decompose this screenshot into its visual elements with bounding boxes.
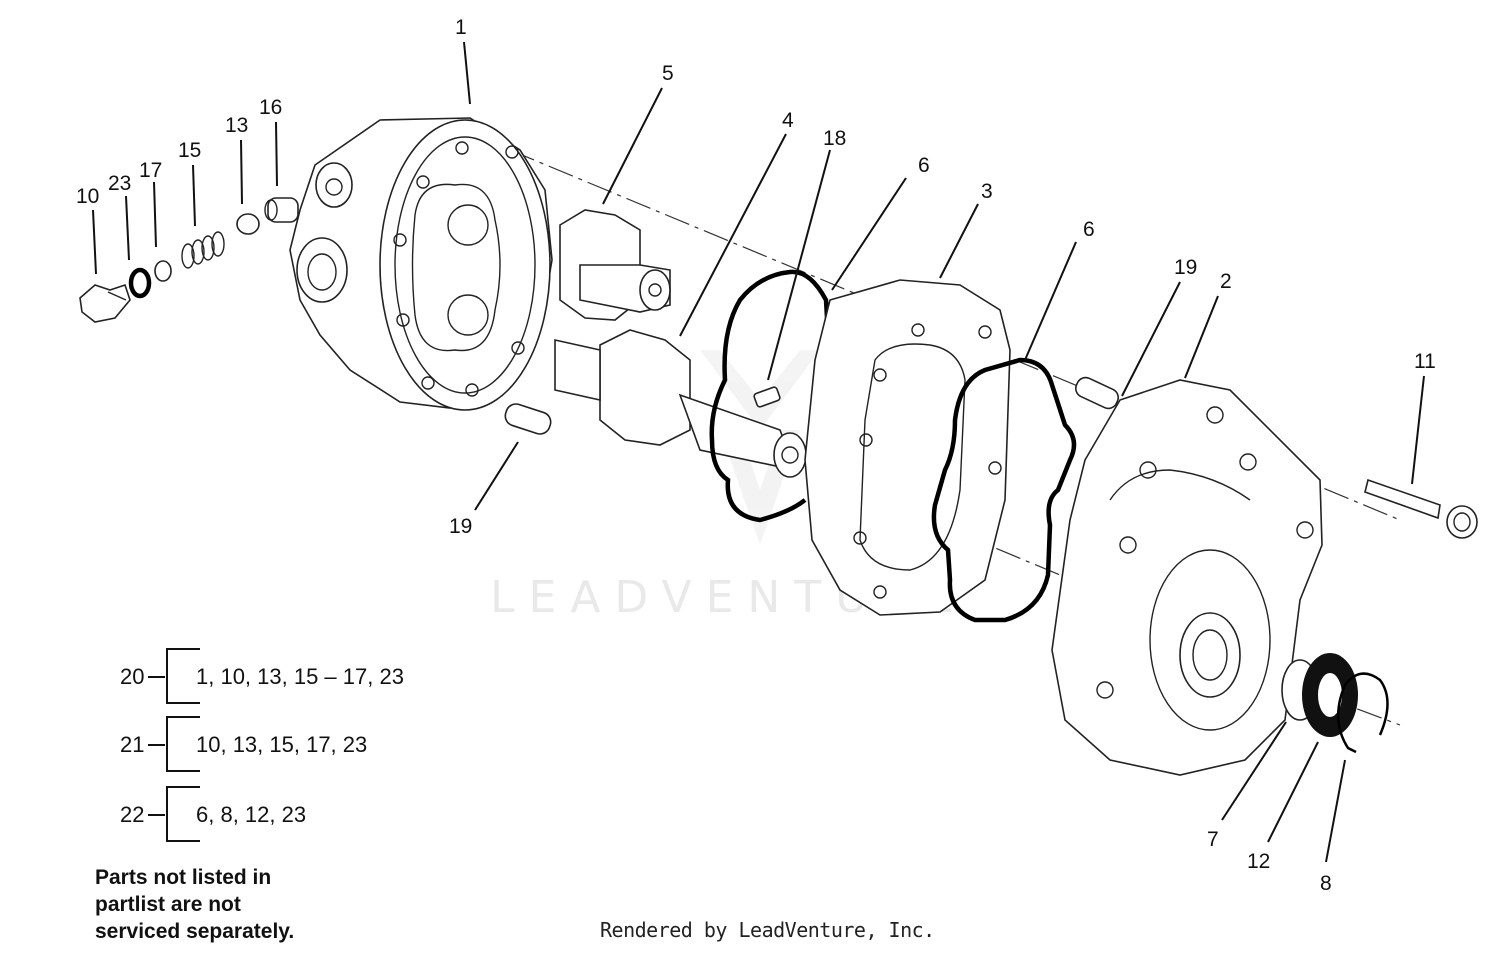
o-ring-part-23 — [128, 267, 152, 299]
callout-19-lower: 19 — [449, 515, 472, 538]
plug-part-10 — [79, 283, 131, 323]
callout-1: 1 — [455, 16, 467, 39]
kit-number: 22 — [120, 802, 144, 827]
callout-3: 3 — [981, 180, 993, 203]
callout-12: 12 — [1247, 850, 1270, 873]
kit-20: 20 1, 10, 13, 15 – 17, 23 — [120, 648, 404, 704]
seal-part-6-left — [709, 269, 831, 523]
pump-body-part-1 — [289, 117, 553, 411]
callout-19-upper: 19 — [1174, 256, 1197, 279]
kit-number: 20 — [120, 664, 144, 689]
callout-18: 18 — [823, 127, 846, 150]
callout-6-right: 6 — [1083, 218, 1095, 241]
kit-parts: 6, 8, 12, 23 — [196, 802, 306, 827]
snap-ring-part-8 — [1336, 672, 1389, 754]
callout-13: 13 — [225, 114, 248, 137]
bolt-part-11 — [1364, 478, 1478, 539]
key-part-18 — [753, 386, 781, 408]
callout-15: 15 — [178, 139, 201, 162]
callout-17: 17 — [139, 159, 162, 182]
gear-housing-part-3 — [804, 279, 1011, 616]
callout-2: 2 — [1220, 270, 1232, 293]
dowel-pin-part-19-upper — [1074, 376, 1120, 410]
rendered-by-credit: Rendered by LeadVenture, Inc. — [600, 918, 935, 942]
washer-part-17 — [154, 260, 172, 282]
kit-number: 21 — [120, 732, 144, 757]
kit-parts: 1, 10, 13, 15 – 17, 23 — [196, 664, 404, 689]
seal-part-12 — [1302, 653, 1358, 737]
callout-6-left: 6 — [918, 154, 930, 177]
fitting-part-16 — [264, 197, 299, 223]
seal-part-6-right — [931, 357, 1077, 623]
callout-8: 8 — [1320, 872, 1332, 895]
callout-10: 10 — [76, 185, 99, 208]
leader-lines — [92, 41, 1425, 863]
kit-22: 22 6, 8, 12, 23 — [120, 786, 306, 842]
kit-21: 21 10, 13, 15, 17, 23 — [120, 716, 367, 772]
callout-23: 23 — [108, 172, 131, 195]
drive-gear-part-5 — [559, 209, 671, 321]
dowel-pin-part-19-lower — [504, 403, 552, 435]
callout-4: 4 — [782, 109, 794, 132]
callout-5: 5 — [662, 62, 674, 85]
callout-16: 16 — [259, 96, 282, 119]
service-note: Parts not listed in partlist are not ser… — [95, 866, 295, 943]
rear-cover-part-2 — [1051, 379, 1323, 776]
ball-part-13 — [236, 213, 260, 235]
driven-gear-part-4 — [554, 329, 807, 478]
kit-parts: 10, 13, 15, 17, 23 — [196, 732, 367, 757]
callout-11: 11 — [1414, 350, 1436, 373]
callout-7: 7 — [1207, 828, 1219, 851]
spring-part-15 — [181, 231, 225, 269]
